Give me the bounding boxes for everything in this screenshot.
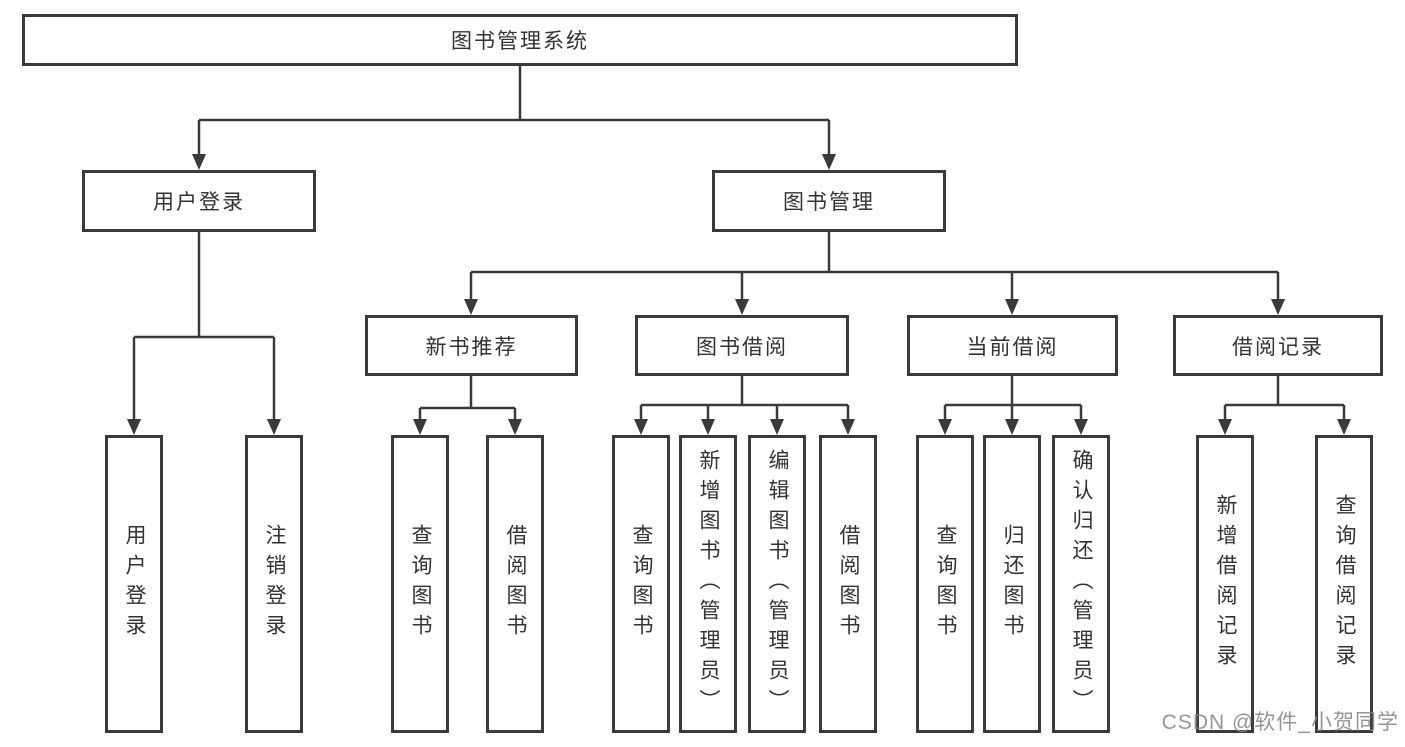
node-current-borrowing: 当前借阅 xyxy=(907,315,1118,376)
leaf-add-books-admin: 新增图书（管理员） xyxy=(679,435,737,733)
leaf-query-borrow-record-label: 查询借阅记录 xyxy=(1333,494,1356,674)
leaf-add-books-admin-label: 新增图书（管理员） xyxy=(697,449,720,719)
leaf-query-books-2: 查询图书 xyxy=(612,435,670,733)
leaf-user-login-label: 用户登录 xyxy=(123,524,146,644)
leaf-add-borrow-record: 新增借阅记录 xyxy=(1196,435,1254,733)
leaf-logout-login-label: 注销登录 xyxy=(263,524,286,644)
leaf-confirm-return-admin: 确认归还（管理员） xyxy=(1052,435,1110,733)
leaf-add-borrow-record-label: 新增借阅记录 xyxy=(1214,494,1237,674)
leaf-query-books-2-label: 查询图书 xyxy=(630,524,653,644)
connector-borrowing-records-to-leaves xyxy=(1218,376,1351,435)
leaf-edit-books-admin-label: 编辑图书（管理员） xyxy=(766,449,789,719)
connector-root-to-level2 xyxy=(192,66,836,170)
connector-book-borrowing-to-leaves xyxy=(634,376,855,435)
node-library-management-system: 图书管理系统 xyxy=(22,14,1018,66)
connector-user-login-to-leaves xyxy=(127,232,281,435)
leaf-borrow-books-2-label: 借阅图书 xyxy=(837,524,860,644)
leaf-borrow-books-1-label: 借阅图书 xyxy=(504,524,527,644)
leaf-confirm-return-admin-label: 确认归还（管理员） xyxy=(1070,449,1093,719)
leaf-edit-books-admin: 编辑图书（管理员） xyxy=(748,435,806,733)
leaf-borrow-books-1: 借阅图书 xyxy=(486,435,544,733)
csdn-watermark: CSDN @软件_小贺同学 xyxy=(1161,711,1399,734)
node-new-book-recommendation: 新书推荐 xyxy=(365,315,578,376)
node-user-login: 用户登录 xyxy=(82,170,316,232)
leaf-borrow-books-2: 借阅图书 xyxy=(819,435,877,733)
leaf-logout-login: 注销登录 xyxy=(245,435,303,733)
connector-current-borrowing-to-leaves xyxy=(938,376,1088,435)
leaf-query-borrow-record: 查询借阅记录 xyxy=(1315,435,1373,733)
leaf-query-books-1-label: 查询图书 xyxy=(409,524,432,644)
leaf-query-books-3-label: 查询图书 xyxy=(934,524,957,644)
leaf-query-books-1: 查询图书 xyxy=(391,435,449,733)
node-borrowing-records: 借阅记录 xyxy=(1173,315,1383,376)
leaf-user-login: 用户登录 xyxy=(105,435,163,733)
node-book-borrowing: 图书借阅 xyxy=(635,315,849,376)
leaf-return-books-label: 归还图书 xyxy=(1001,524,1024,644)
leaf-query-books-3: 查询图书 xyxy=(916,435,974,733)
node-book-management: 图书管理 xyxy=(712,170,946,232)
connector-new-book-to-leaves xyxy=(413,376,522,435)
connector-book-management-to-groups xyxy=(464,232,1285,315)
leaf-return-books: 归还图书 xyxy=(983,435,1041,733)
